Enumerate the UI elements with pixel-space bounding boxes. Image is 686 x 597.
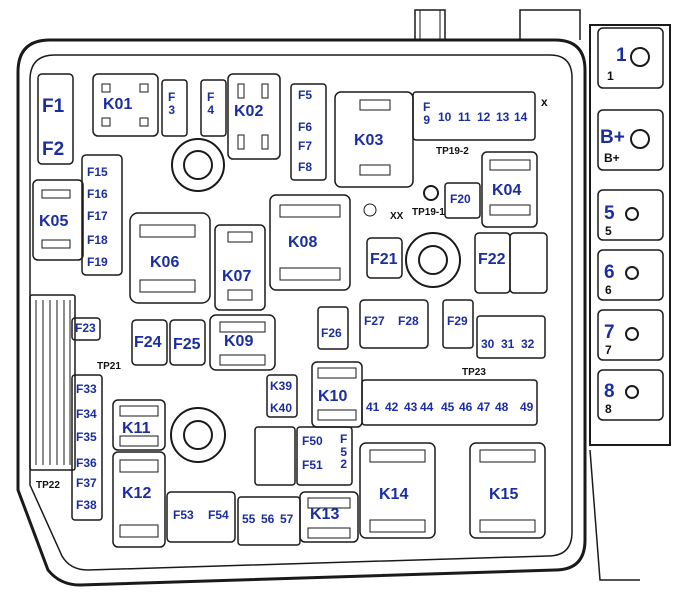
fuse-F34-label: F34 <box>76 407 97 421</box>
fuse-F9-label: F 9 <box>423 100 431 127</box>
fuse-43-label: 43 <box>404 400 418 414</box>
fuse-F29-label: F29 <box>447 314 468 328</box>
fuse-F3-label: F 3 <box>168 90 176 117</box>
fuse-F37-label: F37 <box>76 476 97 490</box>
relay-K12-label: K12 <box>122 485 152 502</box>
terminal-1-small-label: 1 <box>607 69 614 83</box>
fuse-F22-label: F22 <box>478 251 506 268</box>
fuse-F36-label: F36 <box>76 456 97 470</box>
terminal-bplus-small-label: B+ <box>604 151 620 165</box>
relay-K07-label: K07 <box>222 268 252 285</box>
fuse-F18-label: F18 <box>87 233 108 247</box>
fuse-F19-label: F19 <box>87 255 108 269</box>
terminal-5-small-label: 5 <box>605 224 612 238</box>
fuse-F27-label: F27 <box>364 314 385 328</box>
fuse-44-label: 44 <box>420 400 434 414</box>
fuse-31-label: 31 <box>501 337 515 351</box>
relay-K08-label: K08 <box>288 234 318 251</box>
fuse-30-label: 30 <box>481 337 495 351</box>
relay-K13-label: K13 <box>310 506 340 523</box>
fuse-13-label: 13 <box>496 110 510 124</box>
relay-K40-label: K40 <box>270 401 293 415</box>
terminal-8-label: 8 <box>604 381 615 402</box>
fuse-57-label: 57 <box>280 512 294 526</box>
fuse-14-label: 14 <box>514 110 528 124</box>
terminal-bplus-label: B+ <box>600 127 625 148</box>
fuse-45-label: 45 <box>441 400 455 414</box>
fuse-F28-label: F28 <box>398 314 419 328</box>
terminal-8-small-label: 8 <box>605 402 612 416</box>
test-point-TP19-2-label: TP19-2 <box>436 146 469 157</box>
fuse-12-label: 12 <box>477 110 491 124</box>
fuse-F2-label: F2 <box>42 139 65 160</box>
fuse-F54-label: F54 <box>208 508 229 522</box>
relay-K03-label: K03 <box>354 132 384 149</box>
fuse-42-label: 42 <box>385 400 399 414</box>
terminal-1-label: 1 <box>616 45 627 66</box>
terminal-7-small-label: 7 <box>605 343 612 357</box>
fuse-F1-label: F1 <box>42 96 65 117</box>
fuse-F35-label: F35 <box>76 430 97 444</box>
fuse-49-label: 49 <box>520 400 534 414</box>
fuse-48-label: 48 <box>495 400 509 414</box>
terminal-5-label: 5 <box>604 203 615 224</box>
relay-K04-label: K04 <box>492 182 522 199</box>
fuse-47-label: 47 <box>477 400 491 414</box>
test-point-TP21-label: TP21 <box>97 361 121 372</box>
housing-inner-outline <box>29 54 573 571</box>
fuse-F16-label: F16 <box>87 187 108 201</box>
fuse-F20-label: F20 <box>450 192 471 206</box>
fuse-F24-label: F24 <box>134 334 162 351</box>
fuse-11-label: 11 <box>458 110 471 124</box>
fuse-F51-label: F51 <box>302 458 323 472</box>
test-point-TP23-label: TP23 <box>462 367 486 378</box>
fuse-56-label: 56 <box>261 512 275 526</box>
fuse-F15-label: F15 <box>87 165 108 179</box>
test-point-TP19-1-label: TP19-1 <box>412 207 445 218</box>
relay-K11-label: K11 <box>122 420 151 437</box>
relay-K05-label: K05 <box>39 213 69 230</box>
fuse-F38-label: F38 <box>76 498 97 512</box>
fuse-46-label: 46 <box>459 400 473 414</box>
test-point-TP22-label: TP22 <box>36 480 60 491</box>
fuse-F25-label: F25 <box>173 336 201 353</box>
fuse-41-label: 41 <box>366 400 380 414</box>
terminal-6-label: 6 <box>604 262 615 283</box>
xx-marker-label: XX <box>390 211 404 222</box>
relay-K14-label: K14 <box>379 486 409 503</box>
fuse-F33-label: F33 <box>76 382 97 396</box>
fuse-F17-label: F17 <box>87 209 108 223</box>
relay-K10-label: K10 <box>318 388 348 405</box>
fuse-F5-label: F5 <box>298 88 313 102</box>
fuse-F8-label: F8 <box>298 160 313 174</box>
fuse-32-label: 32 <box>521 337 535 351</box>
relay-K09-label: K09 <box>224 333 254 350</box>
relay-K01-label: K01 <box>103 96 133 113</box>
fuse-F52-label: F 5 2 <box>340 432 348 472</box>
relay-K15-label: K15 <box>489 486 519 503</box>
fuse-55-label: 55 <box>242 512 256 526</box>
terminal-6-small-label: 6 <box>605 283 612 297</box>
relay-K39-label: K39 <box>270 379 293 393</box>
fuse-F50-label: F50 <box>302 434 323 448</box>
terminal-7-label: 7 <box>604 322 615 343</box>
fuse-10-label: 10 <box>438 110 452 124</box>
fuse-F7-label: F7 <box>298 139 313 153</box>
fuse-F4-label: F 4 <box>207 90 215 117</box>
fuse-F26-label: F26 <box>321 326 342 340</box>
fuse-F23-label: F23 <box>75 321 96 335</box>
housing-outline <box>16 38 587 587</box>
fuse-F21-label: F21 <box>370 251 398 268</box>
x-marker-label: x <box>541 95 548 109</box>
fuse-F53-label: F53 <box>173 508 194 522</box>
fuse-F6-label: F6 <box>298 120 313 134</box>
relay-K06-label: K06 <box>150 254 180 271</box>
relay-K02-label: K02 <box>234 103 264 120</box>
